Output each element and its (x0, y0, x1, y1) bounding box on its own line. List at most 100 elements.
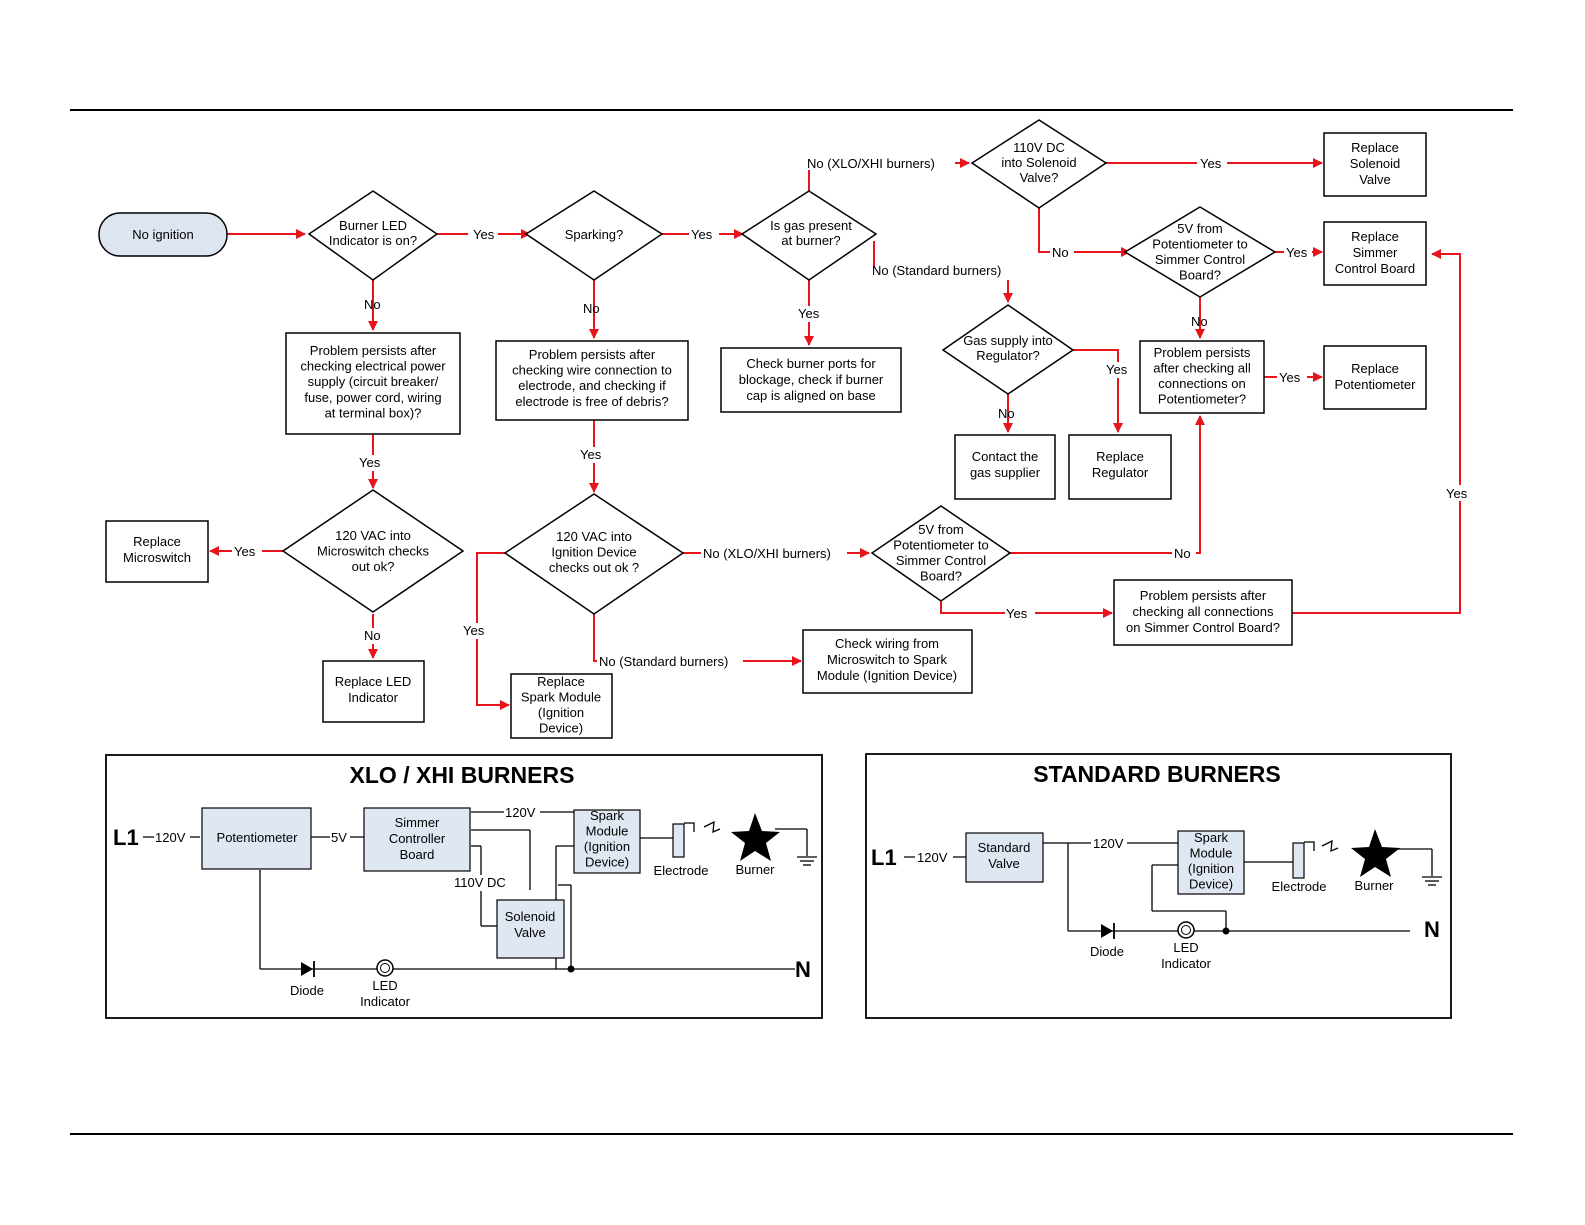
decision-120-ignition (503, 493, 685, 615)
edge-label-no: No (1052, 245, 1069, 260)
xlo-diode-icon (301, 961, 315, 977)
edge-label-yes: Yes (1446, 486, 1468, 501)
svg-text:Diode: Diode (290, 983, 324, 998)
xlo-5v: 5V (331, 830, 347, 845)
xlo-simmer-controller (363, 807, 471, 872)
xlo-electrode-icon (672, 823, 685, 858)
std-l1: L1 (871, 845, 897, 870)
svg-text:Burner: Burner (1354, 878, 1394, 893)
std-standard-valve (965, 832, 1044, 883)
xlo-l1-voltage: 120V (155, 830, 186, 845)
edge-label-no-xlo: No (XLO/XHI burners) (807, 156, 935, 171)
edge-label-yes: Yes (1200, 156, 1222, 171)
xlo-solenoid-valve (496, 899, 565, 959)
edge-label-no: No (364, 628, 381, 643)
edge-label-yes: Yes (1286, 245, 1308, 260)
std-n: N (1424, 917, 1440, 942)
xlo-spark-module (573, 809, 641, 874)
box-replace-solenoid (1323, 132, 1427, 197)
decision-5v-mid (870, 505, 1012, 602)
box-replace-spark-module (510, 673, 613, 739)
xlo-n: N (795, 957, 811, 982)
box-pp-simmer (1113, 579, 1293, 646)
svg-text:Electrode: Electrode (654, 863, 709, 878)
edge-label-no-std: No (Standard burners) (599, 654, 728, 669)
box-replace-led (322, 660, 425, 723)
edge-label-no: No (998, 406, 1015, 421)
decision-sparking-text: Sparking? (565, 227, 624, 242)
edge-label-yes: Yes (580, 447, 602, 462)
start-terminator (98, 212, 228, 257)
std-burner-star-icon (1351, 829, 1400, 877)
box-check-burner-ports (720, 347, 902, 413)
decision-110v-solenoid (970, 119, 1108, 209)
xlo-l1: L1 (113, 825, 139, 850)
edge-label-yes: Yes (234, 544, 256, 559)
xlo-led-indicator-icon (376, 959, 394, 977)
std-spark-module (1177, 830, 1245, 895)
box-check-wiring (802, 629, 973, 694)
svg-text:Electrode: Electrode (1272, 879, 1327, 894)
box-replace-regulator (1068, 434, 1172, 500)
xlo-110vdc: 110V DC (454, 875, 506, 890)
std-120v: 120V (1093, 836, 1124, 851)
edge-labels: Yes Yes No (XLO/XHI burners) Yes No Yes … (232, 154, 1474, 669)
box-replace-microswitch (105, 520, 209, 583)
svg-text:Burner: Burner (735, 862, 775, 877)
std-l1-voltage: 120V (917, 850, 948, 865)
box-pp-potentiometer (1139, 340, 1265, 414)
decision-5v-top (1123, 206, 1277, 298)
edge-label-yes: Yes (463, 623, 485, 638)
edge-label-yes: Yes (798, 306, 820, 321)
edge-label-no: No (1174, 546, 1191, 561)
edge-label-no: No (364, 297, 381, 312)
box-contact-gas-supplier (954, 434, 1056, 500)
edge-label-yes: Yes (1106, 362, 1128, 377)
box-replace-simmer (1323, 221, 1427, 286)
decision-120-microswitch (281, 489, 465, 613)
edge-label-yes: Yes (359, 455, 381, 470)
decision-sparking (524, 190, 664, 281)
edge-label-no-xlo: No (XLO/XHI burners) (703, 546, 831, 561)
xlo-burner-star-icon (731, 813, 780, 861)
decision-gas-present (740, 190, 878, 281)
svg-text:Diode: Diode (1090, 944, 1124, 959)
xlo-title: XLO / XHI BURNERS (350, 762, 575, 788)
xlo-potentiometer (201, 807, 312, 870)
box-pp-wire (495, 340, 689, 421)
decision-gas-regulator (941, 304, 1075, 395)
edge-label-no: No (583, 301, 600, 316)
start-label: No ignition (132, 227, 193, 242)
standard-diagram: STANDARD BURNERS 120V 120V L1 N Standard… (865, 753, 1452, 1019)
std-led-indicator-icon (1177, 921, 1195, 939)
box-pp-power (285, 332, 461, 435)
edge-label-yes: Yes (473, 227, 495, 242)
edge-label-yes: Yes (1279, 370, 1301, 385)
std-diode-icon (1101, 923, 1115, 939)
